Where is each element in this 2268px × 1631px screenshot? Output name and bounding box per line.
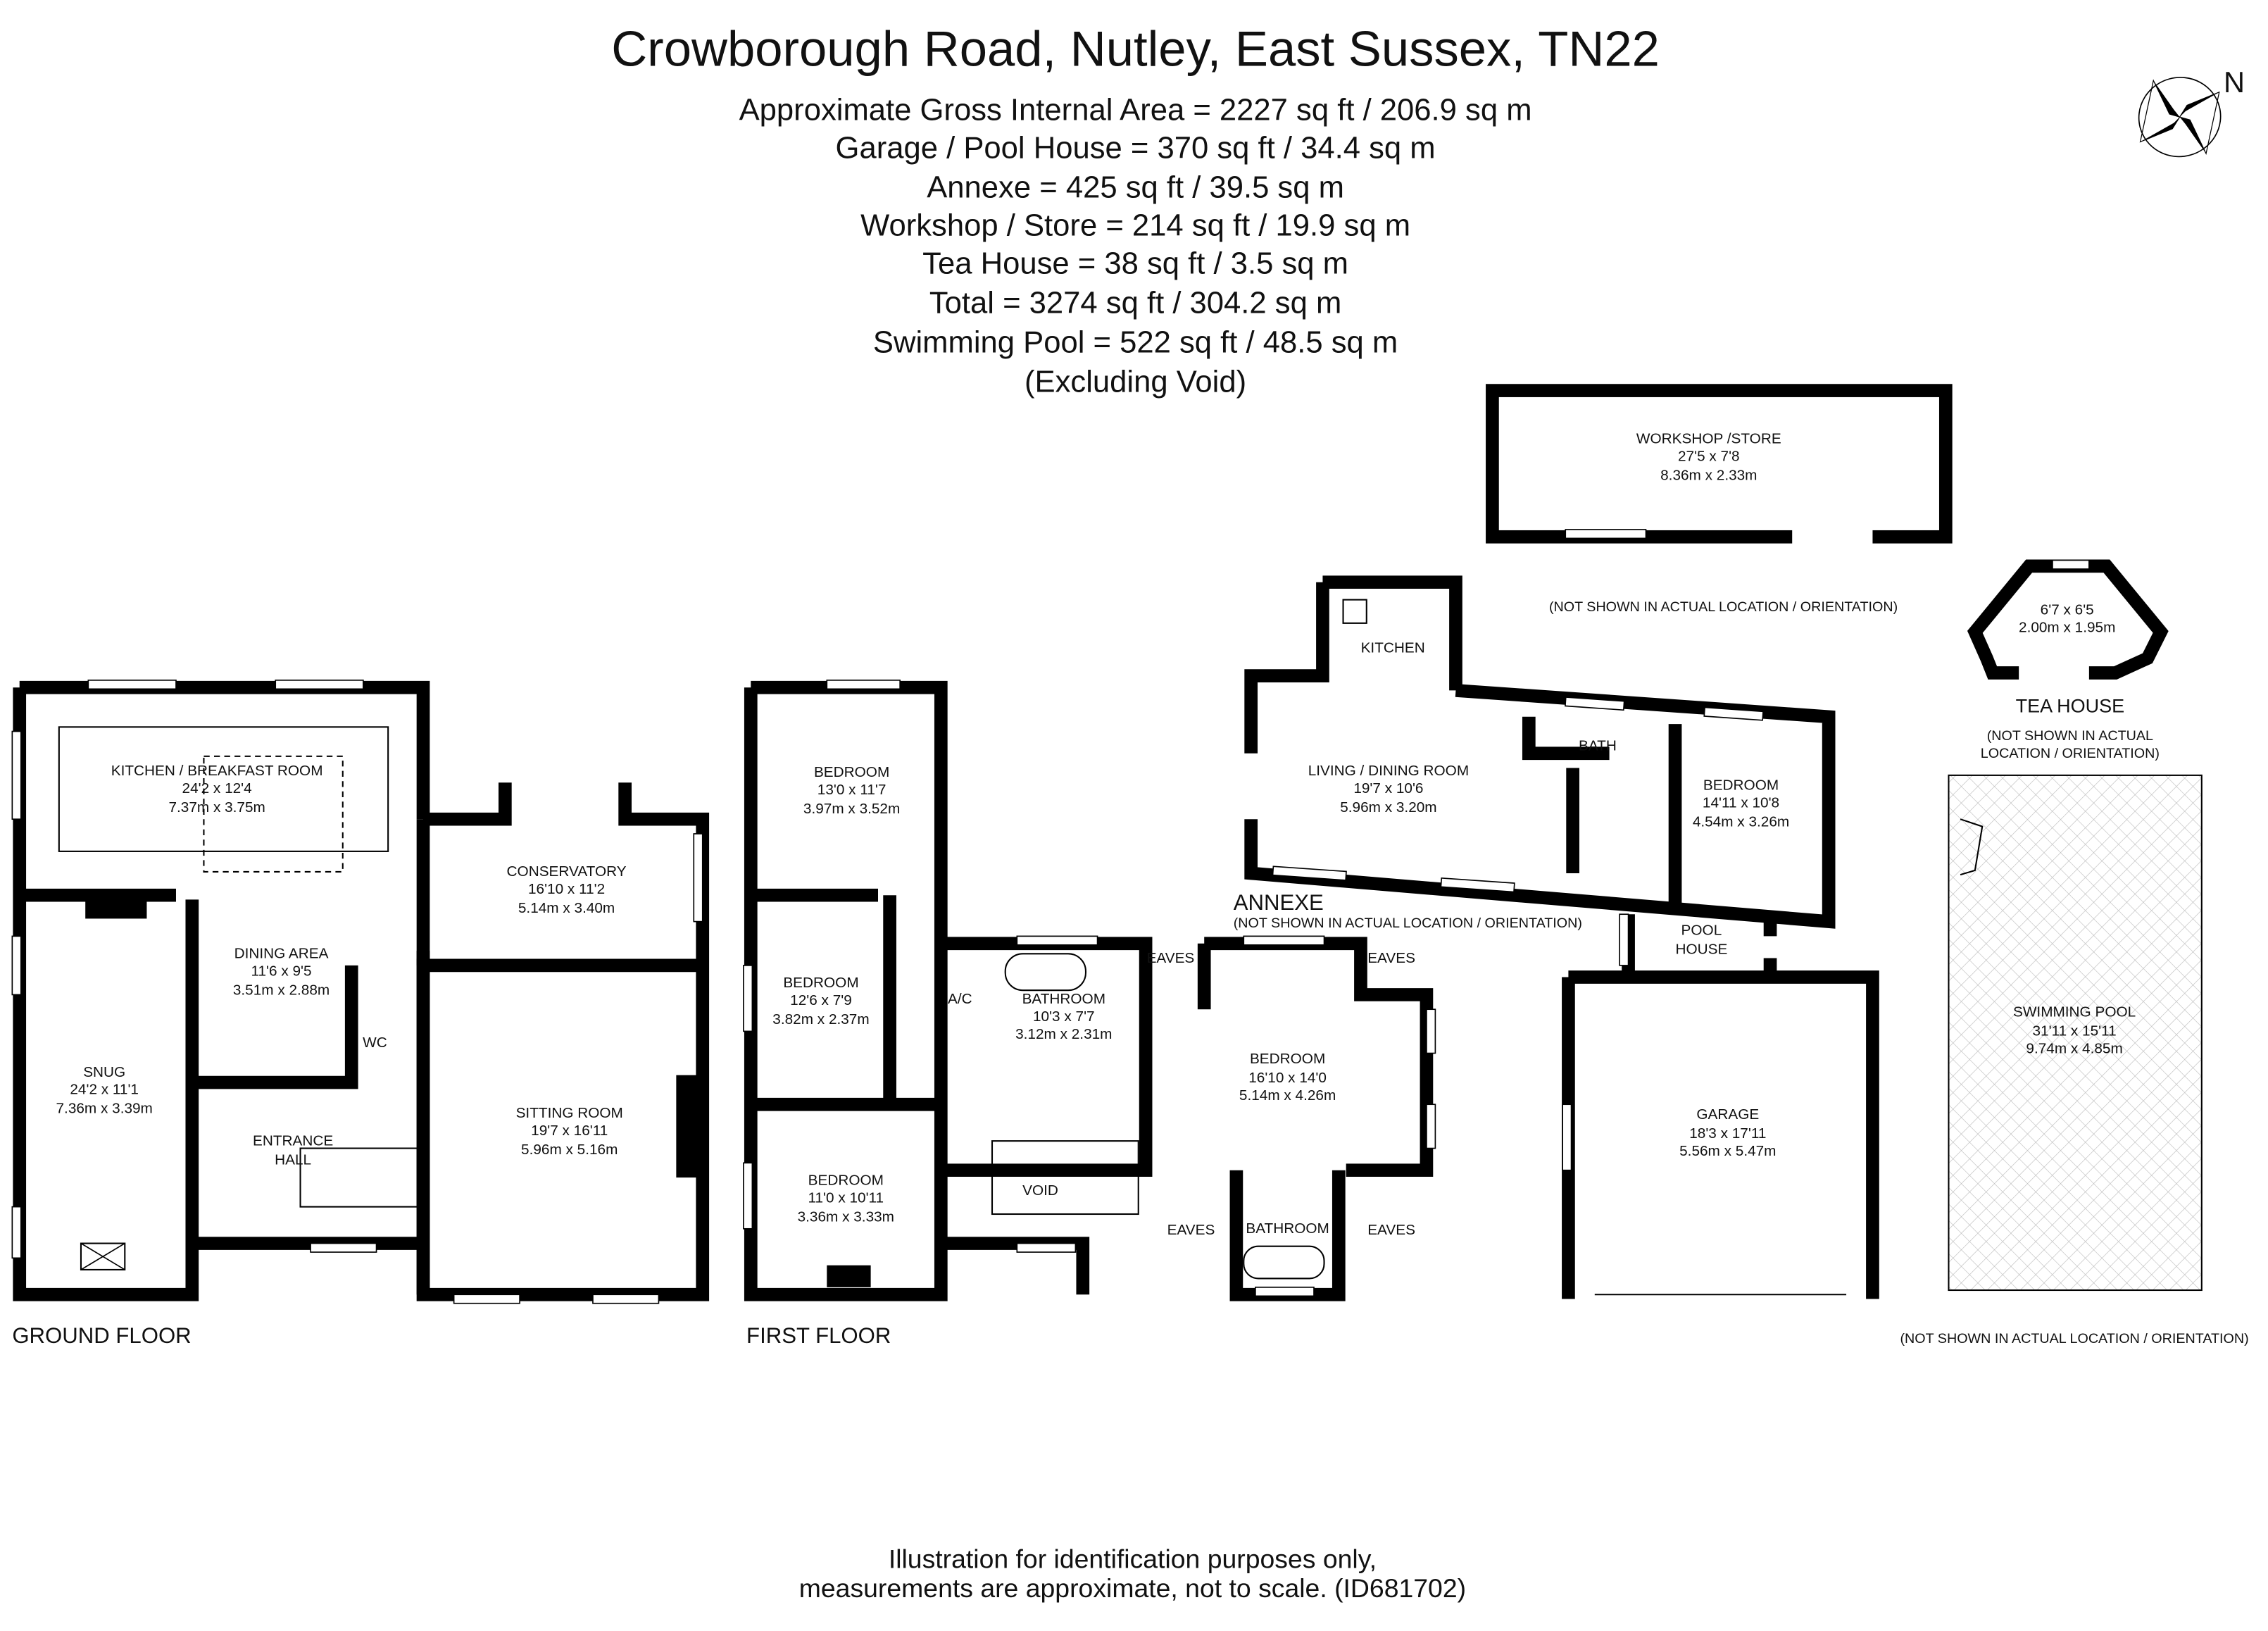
room-size-imperial: 16'10 x 11'2 [528, 881, 605, 897]
tea-house-label: TEA HOUSE [2016, 696, 2125, 717]
compass-north-label: N [2224, 65, 2245, 99]
compass-rose-icon [2138, 77, 2222, 158]
room-size-imperial: 31'11 x 15'11 [2033, 1023, 2117, 1039]
room-size-metric: 4.54m x 3.26m [1693, 814, 1789, 830]
room-size-metric: 3.36m x 3.33m [798, 1208, 894, 1225]
room-size-metric: 5.14m x 3.40m [518, 900, 615, 916]
tea-house-note: LOCATION / ORIENTATION) [1981, 746, 2160, 761]
eaves-label: EAVES [1167, 1222, 1215, 1238]
first-floor-plan: BEDROOM 13'0 x 11'7 3.97m x 3.52m BEDROO… [743, 680, 1436, 1348]
room-size-metric: 3.97m x 3.52m [803, 801, 900, 817]
room-name: GARAGE [1696, 1106, 1759, 1123]
area-line: Swimming Pool = 522 sq ft / 48.5 sq m [873, 326, 1398, 360]
area-line: Annexe = 425 sq ft / 39.5 sq m [927, 170, 1344, 204]
room-name: SWIMMING POOL [2013, 1004, 2136, 1020]
room-size-metric: 5.14m x 4.26m [1239, 1087, 1336, 1104]
room-size-imperial: 10'3 x 7'7 [1033, 1008, 1095, 1025]
room-size-metric: 8.36m x 2.33m [1660, 467, 1757, 483]
room-size-imperial: 18'3 x 17'11 [1689, 1125, 1766, 1142]
room-name: HOUSE [1675, 941, 1727, 957]
swimming-pool-plan: SWIMMING POOL 31'11 x 15'11 9.74m x 4.85… [1900, 774, 2249, 1346]
room-name: BEDROOM [1250, 1051, 1325, 1067]
tea-house-note: (NOT SHOWN IN ACTUAL [1987, 728, 2153, 744]
room-name: SITTING ROOM [516, 1105, 623, 1121]
room-size-metric: 5.96m x 3.20m [1340, 799, 1436, 816]
room-size-metric: 5.96m x 5.16m [521, 1142, 618, 1158]
room-size-metric: 9.74m x 4.85m [2026, 1041, 2122, 1057]
room-name: POOL [1681, 922, 1722, 938]
area-line: Total = 3274 sq ft / 304.2 sq m [929, 287, 1341, 320]
disclaimer-line-1: Illustration for identification purposes… [889, 1544, 1377, 1574]
eaves-label: EAVES [1147, 950, 1195, 966]
room-name: HALL [275, 1151, 311, 1168]
room-name: BATHROOM [1022, 991, 1105, 1007]
tea-house-plan: 6'7 x 6'5 2.00m x 1.95m TEA HOUSE (NOT S… [1967, 559, 2169, 761]
area-line: Tea House = 38 sq ft / 3.5 sq m [922, 246, 1348, 280]
room-name: LIVING / DINING ROOM [1308, 763, 1469, 779]
area-summary: Approximate Gross Internal Area = 2227 s… [739, 93, 1532, 399]
garage-pool-house-plan: POOL HOUSE GARAGE 18'3 x 17'11 5.56m x 5… [1562, 913, 1879, 1299]
room-size-imperial: 14'11 x 10'8 [1703, 795, 1779, 811]
workshop-plan: WORKSHOP /STORE 27'5 x 7'8 8.36m x 2.33m… [1486, 384, 1953, 615]
room-name: CONSERVATORY [507, 863, 627, 880]
room-size-metric: 3.82m x 2.37m [772, 1011, 869, 1027]
room-size-metric: 3.51m x 2.88m [233, 982, 330, 998]
workshop-location-note: (NOT SHOWN IN ACTUAL LOCATION / ORIENTAT… [1549, 599, 1898, 615]
room-size-imperial: 11'0 x 10'11 [808, 1189, 884, 1206]
room-name: BEDROOM [814, 764, 889, 780]
annexe-plan: KITCHEN LIVING / DINING ROOM 19'7 x 10'6… [1234, 575, 1836, 931]
room-size-metric: 5.56m x 5.47m [1679, 1143, 1776, 1159]
room-name: BATHROOM [1246, 1220, 1329, 1237]
eaves-label: EAVES [1367, 1222, 1415, 1238]
room-name: BEDROOM [1703, 777, 1779, 794]
first-floor-label: FIRST FLOOR [746, 1323, 891, 1348]
room-size-imperial: 24'2 x 12'4 [182, 780, 252, 796]
room-name: WC [363, 1035, 387, 1051]
room-name: DINING AREA [234, 946, 329, 962]
room-name: A/C [948, 991, 972, 1007]
disclaimer-line-2: measurements are approximate, not to sca… [799, 1573, 1466, 1603]
room-size-imperial: 27'5 x 7'8 [1678, 448, 1740, 464]
room-size-imperial: 19'7 x 16'11 [531, 1123, 608, 1139]
room-size-imperial: 13'0 x 11'7 [817, 782, 886, 798]
annexe-label: ANNEXE [1234, 890, 1324, 915]
ground-floor-label: GROUND FLOOR [12, 1323, 191, 1348]
room-name: VOID [1022, 1182, 1058, 1199]
room-name: WORKSHOP /STORE [1636, 430, 1781, 446]
room-size-imperial: 24'2 x 11'1 [70, 1082, 139, 1098]
room-size-imperial: 11'6 x 9'5 [251, 963, 312, 979]
area-line: Garage / Pool House = 370 sq ft / 34.4 s… [836, 131, 1436, 165]
annexe-location-note: (NOT SHOWN IN ACTUAL LOCATION / ORIENTAT… [1234, 916, 1582, 931]
room-name: SNUG [83, 1064, 125, 1080]
area-line: Approximate Gross Internal Area = 2227 s… [739, 93, 1532, 127]
room-size-imperial: 19'7 x 10'6 [1353, 780, 1423, 796]
room-name: BATH [1579, 738, 1617, 754]
room-name: BEDROOM [808, 1172, 884, 1188]
area-line: (Excluding Void) [1025, 365, 1246, 399]
room-size-imperial: 16'10 x 14'0 [1248, 1070, 1327, 1086]
room-name: KITCHEN / BREAKFAST ROOM [111, 763, 323, 779]
room-name: ENTRANCE [253, 1132, 333, 1149]
room-size-metric: 7.36m x 3.39m [56, 1101, 153, 1117]
eaves-label: EAVES [1367, 950, 1415, 966]
room-size-imperial: 12'6 x 7'9 [790, 992, 852, 1008]
room-name: KITCHEN [1361, 639, 1425, 656]
swimming-pool-note: (NOT SHOWN IN ACTUAL LOCATION / ORIENTAT… [1900, 1331, 2249, 1346]
room-size-metric: 7.37m x 3.75m [168, 799, 265, 816]
area-line: Workshop / Store = 214 sq ft / 19.9 sq m [860, 208, 1410, 242]
room-size-metric: 2.00m x 1.95m [2019, 619, 2115, 635]
room-name: BEDROOM [783, 975, 858, 991]
ground-floor-plan: KITCHEN / BREAKFAST ROOM 24'2 x 12'4 7.3… [11, 680, 710, 1348]
room-size-metric: 3.12m x 2.31m [1015, 1026, 1112, 1042]
room-size-imperial: 6'7 x 6'5 [2041, 601, 2094, 618]
page-title: Crowborough Road, Nutley, East Sussex, T… [611, 20, 1660, 76]
